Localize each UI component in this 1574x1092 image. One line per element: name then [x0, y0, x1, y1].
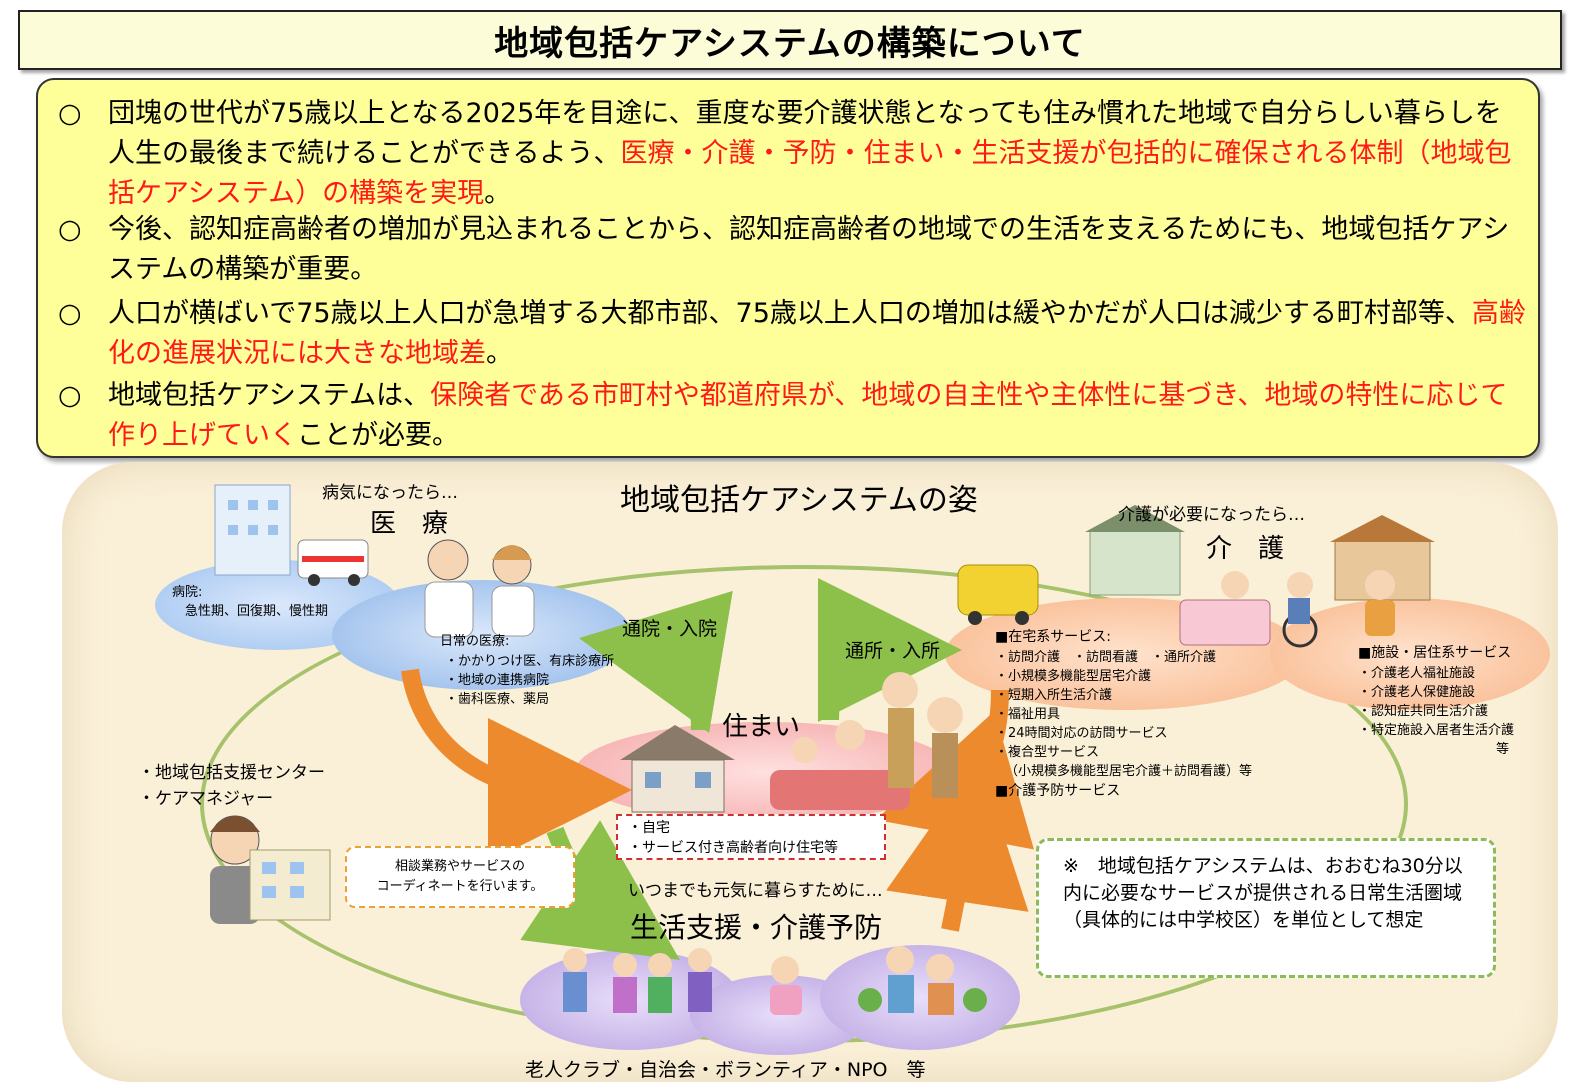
life-support-heading: 生活支援・介護予防 — [630, 911, 883, 944]
key-points-panel: ○ 団塊の世代が75歳以上となる2025年を目途に、重度な要介護状態となっても住… — [36, 78, 1540, 458]
point-3-highlight: 高齢化の進展状況には大きな地域差 — [108, 298, 1526, 369]
facility-blob — [1270, 598, 1550, 710]
home-service-item: ・小規模多機能型居宅介護 — [995, 669, 1152, 684]
coordination-callout: 相談業務やサービスの コーディネートを行います。 — [345, 846, 575, 908]
prevention-service: ■介護予防サービス — [995, 783, 1121, 799]
exercise-icon — [770, 956, 802, 1015]
circle-bullet: ○ — [58, 298, 82, 329]
facility-suffix: 等 — [1496, 742, 1510, 757]
wheelchair-icon — [1282, 572, 1318, 648]
housing-item: ・自宅 — [628, 820, 670, 836]
doctor-icon — [424, 539, 474, 638]
circle-bullet: ○ — [58, 98, 82, 129]
care-heading: 介 護 — [1206, 534, 1285, 564]
home-service-item: ・複合型サービス — [995, 745, 1100, 760]
house-icon — [620, 725, 735, 813]
home-service-item: ・短期入所生活介護 — [995, 688, 1113, 703]
facility-item: ・特定施設入居者生活介護 — [1358, 723, 1515, 738]
medical-lead: 病気になったら… — [322, 483, 458, 503]
gardening-icon — [858, 946, 987, 1015]
page-title: 地域包括ケアシステムの構築について — [18, 10, 1562, 70]
arrow-clinic-to-home — [401, 668, 632, 862]
arrow-home-to-clinic — [578, 590, 733, 733]
support-center-item: ・地域包括支援センター — [138, 763, 325, 783]
hospital-detail: 急性期、回復期、慢性期 — [185, 604, 329, 619]
daily-medical-item: ・地域の連携病院 — [445, 673, 550, 688]
callout-line: 相談業務やサービスの — [394, 859, 525, 874]
daily-medical-label: 日常の医療: — [440, 634, 510, 649]
point-1-highlight: 医療・介護・予防・住まい・生活支援が包括的に確保される体制（地域包括ケアシステム… — [108, 138, 1512, 209]
facility-item: ・介護老人福祉施設 — [1358, 666, 1476, 681]
area-note-text: ※ 地域包括ケアシステムは、おおむね30分以内に必要なサービスが提供される日常生… — [1063, 855, 1463, 931]
care-lead: 介護が必要になったら… — [1118, 505, 1305, 525]
point-3-text: 人口が横ばいで75歳以上人口が急増する大都市部、75歳以上人口の増加は緩やかだが… — [108, 298, 1472, 329]
home-service-item: ・福祉用具 — [995, 707, 1061, 722]
point-1-tail: 。 — [484, 178, 512, 209]
point-4-text: 地域包括ケアシステムは、 — [108, 380, 431, 411]
point-4-tail: ことが必要。 — [297, 420, 459, 451]
family-icon — [770, 672, 963, 810]
point-1-text: 団塊の世代が75歳以上となる2025年を目途に、重度な要介護状態となっても住み慣… — [108, 98, 1502, 169]
daily-medical-item: ・歯科医療、薬局 — [445, 692, 550, 707]
support-center-building-icon — [249, 849, 331, 921]
home-service-item: ・24時間対応の訪問サービス — [995, 726, 1168, 741]
area-note-box: ※ 地域包括ケアシステムは、おおむね30分以内に必要なサービスが提供される日常生… — [1036, 838, 1496, 978]
life-support-lead: いつまでも元気に暮らすために… — [628, 881, 883, 901]
housing-heading: 住まい — [722, 712, 801, 742]
daily-medical-item: ・かかりつけ医、有床診療所 — [445, 654, 615, 669]
elderly-woman-icon — [1365, 570, 1395, 636]
hospital-building-icon — [214, 484, 291, 576]
care-manager-icon — [210, 815, 260, 924]
care-van-icon — [957, 564, 1039, 625]
circle-bullet: ○ — [58, 380, 82, 411]
point-1: ○ 団塊の世代が75歳以上となる2025年を目途に、重度な要介護状態となっても住… — [58, 94, 1528, 214]
point-2: ○ 今後、認知症高齢者の増加が見込まれることから、認知症高齢者の地域での生活を支… — [58, 210, 1528, 290]
arrow-home-to-care — [817, 578, 962, 723]
facility-item: ・認知症共同生活介護 — [1358, 704, 1489, 719]
medical-flow-label: 通院・入院 — [622, 618, 718, 640]
circle-bullet: ○ — [58, 214, 82, 245]
life-support-footer: 老人クラブ・自治会・ボランティア・NPO 等 — [525, 1059, 926, 1081]
point-4-highlight: 保険者である市町村や都道府県が、地域の自主性や主体性に基づき、地域の特性に応じて… — [108, 380, 1508, 451]
point-4: ○ 地域包括ケアシステムは、保険者である市町村や都道府県が、地域の自主性や主体性… — [58, 376, 1528, 456]
arrow-life-to-home — [886, 758, 1029, 932]
care-flow-label: 通所・入所 — [845, 640, 941, 662]
housing-item: ・サービス付き高齢者向け住宅等 — [628, 840, 838, 856]
senior-club-icon — [563, 948, 712, 1013]
home-service-item: （小規模多機能型居宅介護＋訪問看護）等 — [1005, 764, 1253, 779]
bath-assistance-icon — [1179, 571, 1271, 646]
diagram-title: 地域包括ケアシステムの姿 — [620, 483, 978, 518]
home-services-title: ■在宅系サービス: — [995, 629, 1111, 645]
point-2-text: 今後、認知症高齢者の増加が見込まれることから、認知症高齢者の地域での生活を支える… — [108, 214, 1510, 285]
facility-title: ■施設・居住系サービス — [1358, 645, 1512, 661]
point-3: ○ 人口が横ばいで75歳以上人口が急増する大都市部、75歳以上人口の増加は緩やか… — [58, 294, 1528, 374]
nurse-icon — [491, 545, 535, 637]
point-3-tail: 。 — [486, 338, 513, 369]
care-manager-item: ・ケアマネジャー — [138, 789, 274, 809]
home-service-item: ・訪問介護 ・訪問看護 ・通所介護 — [995, 650, 1217, 665]
callout-line: コーディネートを行います。 — [376, 879, 544, 894]
arrow-center-to-life — [520, 820, 680, 960]
facility-item: ・介護老人保健施設 — [1358, 685, 1476, 700]
medical-heading: 医 療 — [370, 509, 449, 539]
hospital-label: 病院: — [172, 585, 203, 600]
care-home-building-icon — [1085, 505, 1185, 596]
ambulance-icon — [297, 539, 369, 586]
housing-types-box: ・自宅 ・サービス付き高齢者向け住宅等 — [616, 814, 886, 860]
